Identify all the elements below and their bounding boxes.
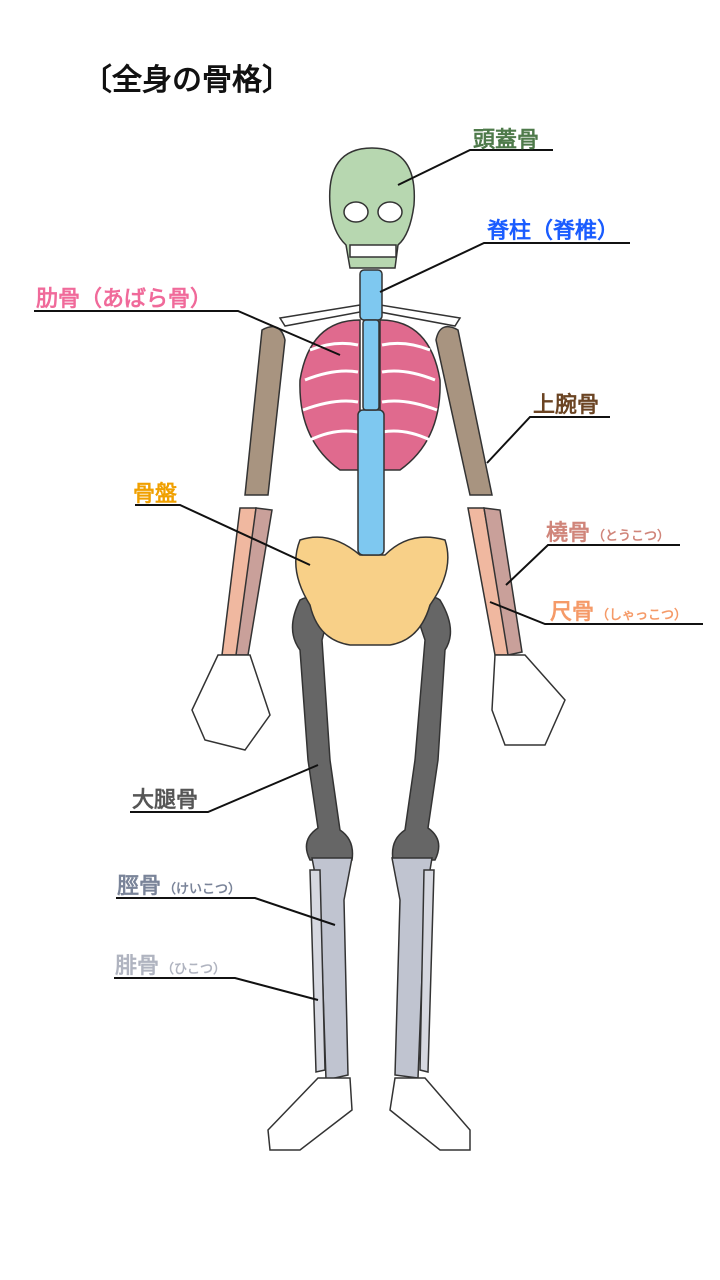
label-ulna: 尺骨（しゃっこつ） — [550, 594, 687, 626]
hands — [191, 654, 566, 751]
label-skull-text: 頭蓋骨 — [473, 128, 540, 153]
skull — [328, 147, 416, 269]
feet — [267, 1077, 471, 1151]
label-pelvis: 骨盤 — [133, 476, 177, 508]
label-fibula-reading: （ひこつ） — [161, 962, 227, 977]
label-ulna-reading: （しゃっこつ） — [596, 608, 688, 623]
label-pelvis-text: 骨盤 — [133, 482, 178, 507]
label-radius-text: 橈骨 — [546, 521, 591, 546]
label-femur-text: 大腿骨 — [132, 788, 199, 813]
label-spine-text: 脊柱（脊椎） — [487, 219, 620, 244]
label-femur: 大腿骨 — [132, 782, 198, 814]
page-title: 〔全身の骨格〕 — [82, 63, 292, 98]
label-humerus: 上腕骨 — [533, 387, 599, 419]
label-tibia-text: 脛骨 — [117, 874, 162, 899]
label-spine: 脊柱（脊椎） — [487, 213, 619, 245]
radius-ulna — [221, 507, 523, 656]
label-ribs-text: 肋骨（あばら骨） — [36, 287, 213, 312]
tibia-fibula — [309, 857, 435, 1081]
label-humerus-text: 上腕骨 — [533, 393, 600, 418]
spine — [357, 269, 385, 556]
label-skull: 頭蓋骨 — [473, 122, 539, 154]
label-ribs: 肋骨（あばら骨） — [36, 281, 212, 313]
label-radius: 橈骨（とうこつ） — [546, 515, 670, 547]
rib-lines — [302, 341, 438, 442]
label-ulna-text: 尺骨 — [550, 600, 595, 625]
label-fibula: 腓骨（ひこつ） — [115, 948, 226, 980]
label-radius-reading: （とうこつ） — [592, 529, 671, 544]
label-tibia: 脛骨（けいこつ） — [117, 868, 241, 900]
leader-lines — [34, 149, 703, 1001]
label-tibia-reading: （けいこつ） — [163, 882, 242, 897]
label-fibula-text: 腓骨 — [115, 954, 160, 979]
humerus — [244, 325, 493, 496]
